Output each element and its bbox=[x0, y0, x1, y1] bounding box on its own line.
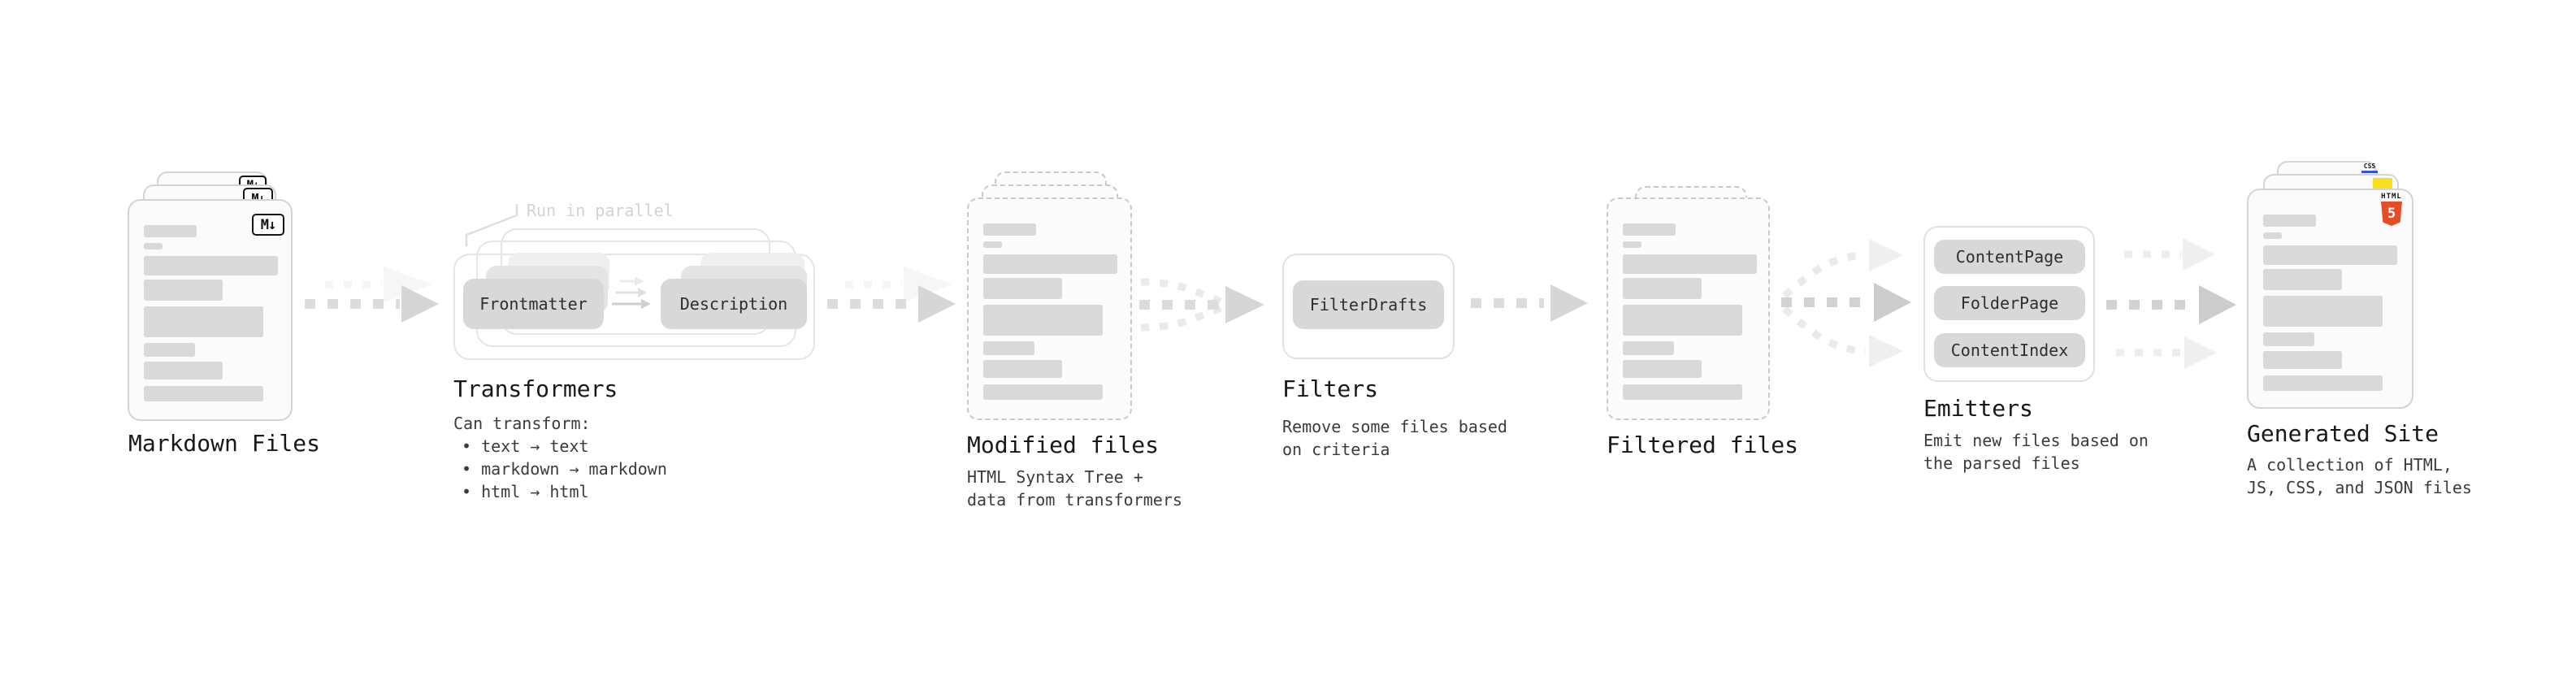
stage-title-filters: Filters bbox=[1282, 375, 1379, 402]
doc-text-bar bbox=[983, 360, 1062, 378]
doc-text-bar bbox=[1623, 305, 1742, 336]
doc-text-bar bbox=[983, 241, 1002, 248]
doc-text-bar bbox=[144, 386, 263, 401]
run-in-parallel-annotation: Run in parallel bbox=[527, 201, 674, 220]
html5-icon-wordmark: HTML bbox=[2381, 193, 2402, 201]
contentpage-pill: ContentPage bbox=[1934, 240, 2085, 274]
folderpage-pill: FolderPage bbox=[1934, 286, 2085, 320]
doc-text-bar bbox=[1623, 360, 1702, 378]
stage-title-generated-site: Generated Site bbox=[2247, 420, 2439, 447]
doc-text-bar bbox=[1623, 223, 1676, 236]
stage-title-emitters: Emitters bbox=[1923, 395, 2033, 422]
html5-icon: HTML 5 bbox=[2381, 193, 2402, 226]
doc-text-bar bbox=[144, 306, 263, 337]
generated-site-subtitle: A collection of HTML, JS, CSS, and JSON … bbox=[2247, 455, 2472, 497]
frontmatter-pill: Frontmatter bbox=[463, 279, 604, 329]
doc-text-bar bbox=[1623, 384, 1742, 400]
filtered-file-card bbox=[1607, 197, 1770, 420]
doc-text-bar bbox=[983, 254, 1117, 274]
doc-text-bar bbox=[1623, 278, 1702, 299]
stage-title-filtered-files: Filtered files bbox=[1607, 432, 1799, 458]
transformer-frame bbox=[453, 254, 815, 360]
doc-text-bar bbox=[144, 362, 223, 380]
doc-text-bar bbox=[983, 305, 1103, 336]
doc-text-bar bbox=[2263, 296, 2383, 327]
transform-bullet: • markdown → markdown bbox=[462, 459, 667, 479]
doc-text-bar bbox=[2263, 232, 2282, 239]
doc-text-bar bbox=[983, 384, 1103, 400]
doc-text-bars bbox=[983, 223, 1117, 400]
doc-text-bars bbox=[1623, 223, 1757, 400]
arrow-modified-to-filters bbox=[1139, 278, 1264, 332]
transform-bullet: • text → text bbox=[462, 436, 589, 456]
stage-title-modified-files: Modified files bbox=[967, 432, 1160, 458]
arrow-emitters-to-generated bbox=[2106, 238, 2236, 369]
css-icon-label: CSS bbox=[2363, 163, 2376, 170]
doc-text-bar bbox=[2263, 245, 2397, 265]
doc-text-bar bbox=[144, 225, 197, 237]
doc-text-bar bbox=[144, 243, 163, 249]
arrow-transformers-to-modified bbox=[827, 267, 956, 323]
doc-text-bar bbox=[144, 256, 278, 275]
stage-title-markdown-files: Markdown Files bbox=[128, 430, 321, 457]
filterdrafts-pill: FilterDrafts bbox=[1293, 280, 1444, 329]
html5-icon-shield: 5 bbox=[2381, 202, 2402, 226]
arrow-markdown-to-transformers bbox=[305, 267, 439, 323]
markdown-icon: M↓ bbox=[252, 214, 284, 236]
css-icon-underline bbox=[2361, 171, 2378, 173]
generated-file-card: HTML 5 bbox=[2247, 189, 2413, 409]
emitters-subtitle: Emit new files based on the parsed files bbox=[1923, 431, 2149, 473]
transformers-note-heading: Can transform: bbox=[453, 414, 591, 433]
doc-text-bar bbox=[2263, 351, 2342, 369]
doc-text-bar bbox=[1623, 241, 1641, 248]
filters-subtitle: Remove some files based on criteria bbox=[1282, 417, 1507, 459]
doc-text-bars bbox=[144, 225, 278, 401]
js-icon bbox=[2373, 178, 2392, 189]
css-icon: CSS bbox=[2361, 163, 2378, 173]
transform-bullet: • html → html bbox=[462, 482, 589, 501]
doc-text-bar bbox=[144, 280, 223, 301]
doc-text-bar bbox=[2263, 332, 2314, 346]
doc-text-bar bbox=[983, 223, 1036, 236]
modified-files-subtitle: HTML Syntax Tree + data from transformer… bbox=[967, 467, 1182, 510]
transformers-bullet-list: • text → text • markdown → markdown • ht… bbox=[462, 435, 667, 503]
doc-text-bar bbox=[144, 343, 195, 357]
description-pill: Description bbox=[661, 279, 807, 329]
doc-text-bars bbox=[2263, 215, 2397, 391]
doc-text-bar bbox=[2263, 375, 2383, 391]
doc-text-bar bbox=[983, 341, 1034, 355]
doc-text-bar bbox=[2263, 215, 2316, 227]
arrow-filtered-to-emitters bbox=[1781, 239, 1911, 367]
contentindex-pill: ContentIndex bbox=[1934, 333, 2085, 367]
doc-text-bar bbox=[983, 278, 1062, 299]
markdown-file-card: M↓ bbox=[128, 199, 293, 421]
modified-file-card bbox=[967, 197, 1132, 420]
doc-text-bar bbox=[1623, 341, 1674, 355]
doc-text-bar bbox=[2263, 269, 2342, 290]
stage-title-transformers: Transformers bbox=[453, 375, 618, 402]
arrow-filters-to-filtered bbox=[1471, 284, 1588, 322]
doc-text-bar bbox=[1623, 254, 1757, 274]
